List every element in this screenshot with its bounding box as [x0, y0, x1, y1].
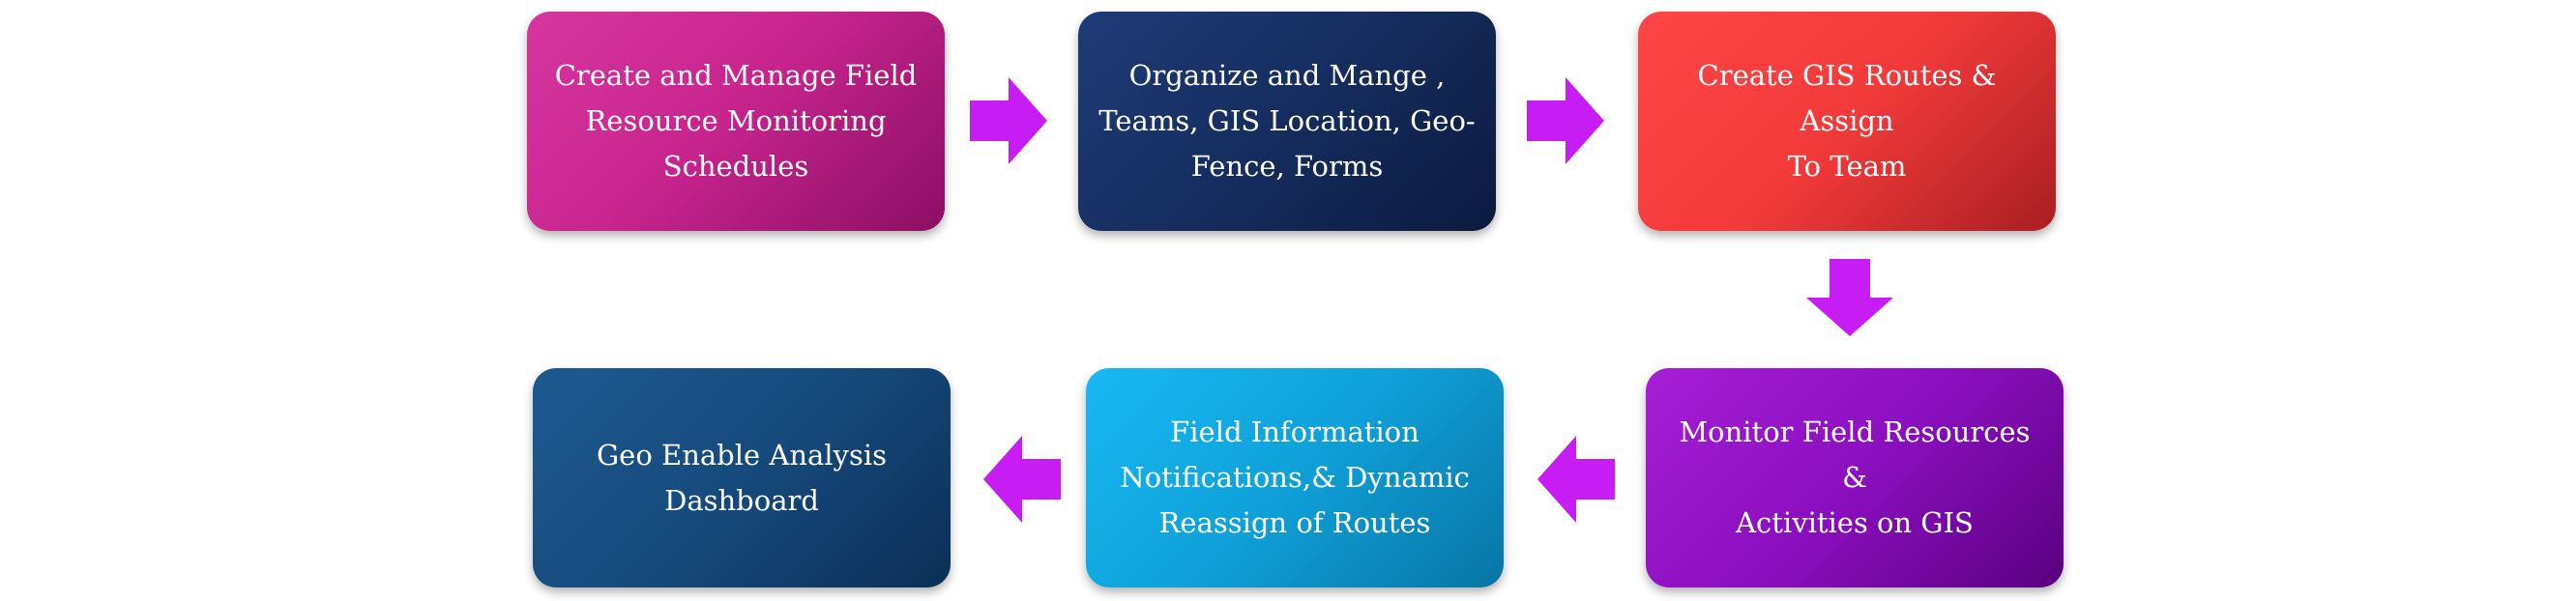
left-arrow-icon — [1537, 436, 1615, 523]
step-1-box: Create and Manage Field Resource Monitor… — [527, 12, 945, 231]
step-5-box: Field Information Notifications,& Dynami… — [1086, 368, 1504, 587]
step-6-box: Geo Enable Analysis Dashboard — [533, 368, 951, 587]
step-2-box: Organize and Mange , Teams, GIS Location… — [1078, 12, 1496, 231]
step-3-label: Create GIS Routes & Assign To Team — [1697, 59, 1997, 183]
step-2-label: Organize and Mange , Teams, GIS Location… — [1098, 59, 1476, 183]
step-4-label: Monitor Field Resources & Activities on … — [1679, 415, 2031, 539]
right-arrow-icon — [1527, 77, 1604, 164]
step-4-box: Monitor Field Resources & Activities on … — [1646, 368, 2064, 587]
left-arrow-icon — [983, 436, 1061, 523]
step-6-label: Geo Enable Analysis Dashboard — [597, 438, 887, 517]
step-5-label: Field Information Notifications,& Dynami… — [1120, 415, 1470, 539]
step-1-label: Create and Manage Field Resource Monitor… — [554, 59, 918, 183]
down-arrow-icon — [1806, 259, 1893, 336]
right-arrow-icon — [970, 77, 1047, 164]
step-3-box: Create GIS Routes & Assign To Team — [1638, 12, 2056, 231]
